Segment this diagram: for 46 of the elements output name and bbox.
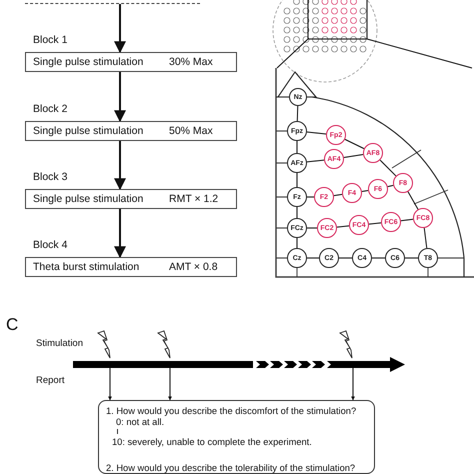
connector-line (296, 106, 298, 122)
connector-line (306, 196, 314, 198)
intensity-label: 50% Max (169, 125, 213, 137)
stimulation-label: Theta burst stimulation (33, 261, 140, 273)
block-heading: Block 2 (33, 103, 68, 115)
connector-line (343, 154, 364, 158)
intensity-label: AMT × 0.8 (169, 261, 218, 273)
connector-line (296, 172, 298, 188)
question-box (98, 400, 375, 474)
question-text: 2. How would you describe the tolerability of the stimulation? (106, 463, 356, 473)
connector-line (296, 140, 298, 154)
connector-line (296, 206, 298, 218)
connector-line (344, 138, 364, 150)
question-text: 1. How would you describe the discomfort of the stimulation? (106, 406, 356, 416)
connector-line (306, 160, 325, 162)
arrow (114, 141, 126, 190)
arrow (351, 368, 355, 400)
connector-line (407, 191, 419, 210)
connector-line (333, 194, 343, 196)
connector-line (336, 225, 350, 228)
connector-line (368, 222, 382, 225)
connector-line (424, 227, 428, 249)
arrow (108, 368, 112, 400)
row-label: Report (36, 375, 65, 386)
connector-line (380, 160, 396, 176)
answer-option: 0: not at all. (116, 417, 164, 427)
panel-letter: C (6, 315, 18, 335)
stimulation-label: Single pulse stimulation (33, 56, 144, 68)
arrow (114, 72, 126, 122)
intensity-label: 30% Max (169, 56, 213, 68)
connector-line (400, 218, 414, 222)
arrow (168, 368, 172, 400)
stimulation-label: Single pulse stimulation (33, 193, 144, 205)
row-label: Stimulation (36, 338, 83, 349)
answer-option: 10: severely, unable to complete the experiment. (112, 437, 312, 447)
dashed-box (25, 0, 200, 4)
stimulation-label: Single pulse stimulation (33, 125, 144, 137)
arrow (114, 209, 126, 258)
arrow (114, 4, 126, 54)
connector-line (296, 238, 298, 248)
block-heading: Block 4 (33, 239, 68, 251)
intensity-label: RMT × 1.2 (169, 193, 218, 205)
connector-line (306, 132, 327, 134)
block-heading: Block 3 (33, 171, 68, 183)
connector-line (361, 190, 369, 192)
block-heading: Block 1 (33, 34, 68, 46)
